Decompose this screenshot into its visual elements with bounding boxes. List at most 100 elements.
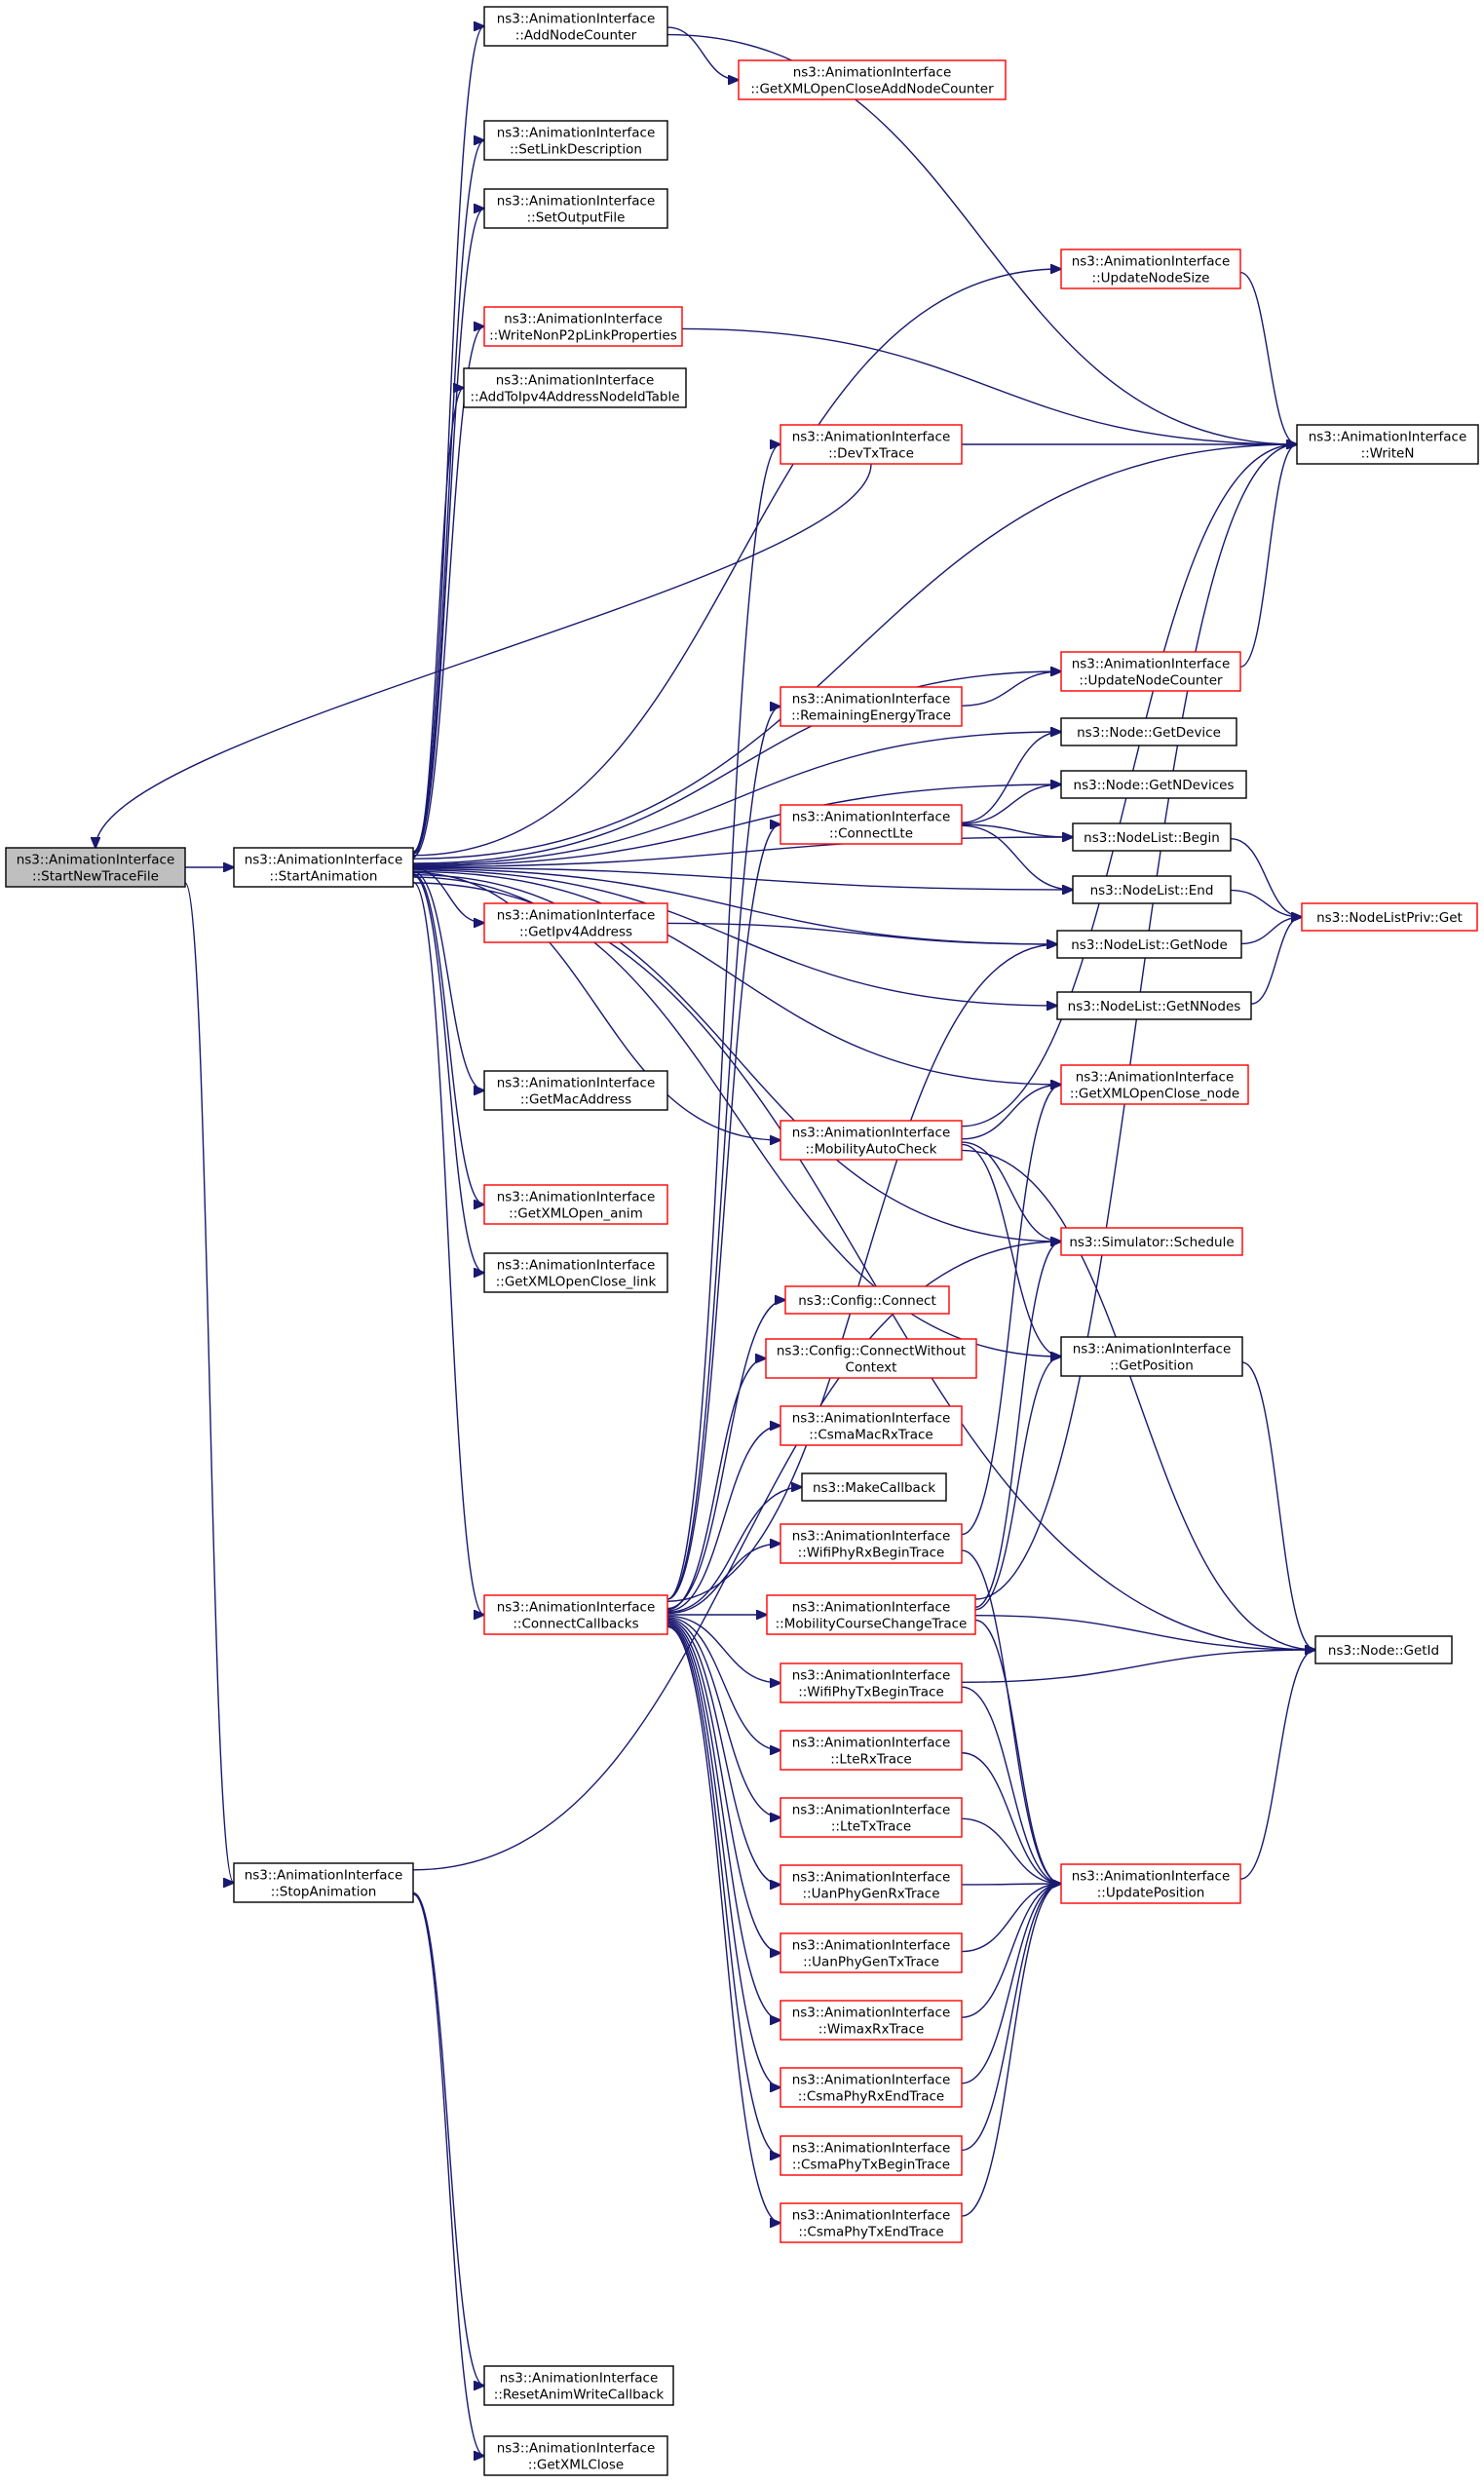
edge-node_list_get_n_nodes-to-node_list_priv_get	[1250, 917, 1302, 1005]
node-node-get-device[interactable]: ns3::Node::GetDevice	[1060, 717, 1237, 746]
node-make-callback[interactable]: ns3::MakeCallback	[801, 1472, 947, 1502]
node-label: ns3::NodeListPriv::Get	[1316, 910, 1463, 926]
node-label: ::LteRxTrace	[830, 1752, 911, 1768]
node-get-position[interactable]: ns3::AnimationInterface::GetPosition	[1060, 1336, 1243, 1377]
edge-node_list_begin-to-node_list_priv_get	[1230, 837, 1302, 917]
node-label: ::WifiPhyTxBeginTrace	[798, 1685, 944, 1701]
node-simulator-schedule[interactable]: ns3::Simulator::Schedule	[1060, 1227, 1243, 1256]
node-lte-tx-trace[interactable]: ns3::AnimationInterface::LteTxTrace	[780, 1797, 963, 1838]
node-mobility-course-change-trace[interactable]: ns3::AnimationInterface::MobilityCourseC…	[766, 1594, 976, 1635]
node-box	[1060, 1336, 1243, 1377]
edge-start_animation-to-set_output_file	[412, 209, 484, 856]
node-get-xml-open-close-node[interactable]: ns3::AnimationInterface::GetXMLOpenClose…	[1060, 1064, 1249, 1105]
node-label: ::SetOutputFile	[527, 210, 626, 226]
node-update-node-counter[interactable]: ns3::AnimationInterface::UpdateNodeCount…	[1060, 651, 1241, 692]
node-get-xml-open-close-add-node-counter[interactable]: ns3::AnimationInterface::GetXMLOpenClose…	[738, 59, 1007, 100]
node-get-xml-open-anim[interactable]: ns3::AnimationInterface::GetXMLOpen_anim	[483, 1184, 668, 1225]
node-node-get-n-devices[interactable]: ns3::Node::GetNDevices	[1060, 770, 1247, 799]
node-node-list-priv-get[interactable]: ns3::NodeListPriv::Get	[1301, 902, 1478, 932]
node-box	[463, 367, 687, 408]
node-dev-tx-trace[interactable]: ns3::AnimationInterface::DevTxTrace	[780, 424, 963, 465]
node-label: ns3::AnimationInterface	[17, 853, 175, 868]
node-uan-phy-gen-rx-trace[interactable]: ns3::AnimationInterface::UanPhyGenRxTrac…	[780, 1864, 963, 1905]
edge-lte_rx_trace-to-update_position	[961, 1752, 1061, 1884]
node-wifi-phy-tx-begin-trace[interactable]: ns3::AnimationInterface::WifiPhyTxBeginT…	[780, 1662, 963, 1703]
node-config-connect[interactable]: ns3::Config::Connect	[784, 1285, 950, 1315]
node-box	[1314, 1635, 1453, 1664]
node-update-position[interactable]: ns3::AnimationInterface::UpdatePosition	[1060, 1863, 1241, 1904]
node-get-xml-open-close-link[interactable]: ns3::AnimationInterface::GetXMLOpenClose…	[483, 1252, 668, 1293]
node-write-n[interactable]: ns3::AnimationInterface::WriteN	[1296, 424, 1479, 465]
node-node-list-get-node[interactable]: ns3::NodeList::GetNode	[1056, 930, 1242, 959]
node-box	[780, 1120, 963, 1161]
node-label: ns3::AnimationInterface	[792, 2141, 951, 2157]
node-uan-phy-gen-tx-trace[interactable]: ns3::AnimationInterface::UanPhyGenTxTrac…	[780, 1932, 963, 1973]
edge-start_animation-to-mobility_auto_check	[412, 871, 780, 1140]
node-connect-lte[interactable]: ns3::AnimationInterface::ConnectLte	[780, 804, 963, 845]
node-box	[1060, 248, 1241, 289]
node-box	[483, 306, 683, 347]
node-set-output-file[interactable]: ns3::AnimationInterface::SetOutputFile	[483, 188, 668, 229]
node-box	[483, 2435, 668, 2476]
node-node-list-get-n-nodes[interactable]: ns3::NodeList::GetNNodes	[1056, 991, 1252, 1020]
edge-start_animation-to-get_xml_open_anim	[412, 873, 484, 1204]
node-box	[780, 2000, 963, 2041]
node-box	[483, 1252, 668, 1293]
node-label: ::DevTxTrace	[828, 446, 914, 462]
edge-csma_phy_tx_end_trace-to-update_position	[961, 1884, 1061, 2217]
node-box	[766, 1594, 976, 1635]
node-node-list-end[interactable]: ns3::NodeList::End	[1072, 875, 1232, 904]
node-get-ipv4-address[interactable]: ns3::AnimationInterface::GetIpv4Address	[483, 902, 668, 943]
node-remaining-energy-trace[interactable]: ns3::AnimationInterface::RemainingEnergy…	[780, 686, 963, 727]
node-label: ns3::AnimationInterface	[1072, 657, 1231, 672]
node-label: ::ConnectLte	[829, 826, 913, 842]
node-set-link-description[interactable]: ns3::AnimationInterface::SetLinkDescript…	[483, 120, 668, 161]
node-label: ns3::AnimationInterface	[1072, 1869, 1231, 1885]
edge-connect_callbacks-to-lte_tx_trace	[666, 1618, 780, 1817]
node-label: ::UanPhyGenRxTrace	[803, 1887, 940, 1902]
node-start-animation[interactable]: ns3::AnimationInterface::StartAnimation	[233, 847, 414, 888]
edge-stop_animation-to-get_xml_close	[412, 1893, 484, 2456]
node-csma-phy-tx-end-trace[interactable]: ns3::AnimationInterface::CsmaPhyTxEndTra…	[780, 2202, 963, 2243]
node-reset-anim-write-callback[interactable]: ns3::AnimationInterface::ResetAnimWriteC…	[483, 2365, 674, 2406]
node-node-list-begin[interactable]: ns3::NodeList::Begin	[1072, 822, 1232, 852]
node-csma-phy-rx-end-trace[interactable]: ns3::AnimationInterface::CsmaPhyRxEndTra…	[780, 2067, 963, 2108]
node-label: ::SetLinkDescription	[510, 142, 642, 158]
node-add-to-ipv4-address-node-id-table[interactable]: ns3::AnimationInterface::AddToIpv4Addres…	[463, 367, 687, 408]
node-label: ::UpdateNodeCounter	[1079, 673, 1223, 689]
node-lte-rx-trace[interactable]: ns3::AnimationInterface::LteRxTrace	[780, 1730, 963, 1771]
node-stop-animation[interactable]: ns3::AnimationInterface::StopAnimation	[233, 1862, 414, 1903]
node-csma-mac-rx-trace[interactable]: ns3::AnimationInterface::CsmaMacRxTrace	[780, 1405, 963, 1446]
node-connect-callbacks[interactable]: ns3::AnimationInterface::ConnectCallback…	[483, 1594, 668, 1635]
node-label: ns3::AnimationInterface	[245, 853, 403, 868]
node-label: ::CsmaMacRxTrace	[809, 1428, 933, 1443]
edge-mobility_auto_check-to-get_position	[961, 1143, 1061, 1357]
node-label: ns3::Config::ConnectWithout	[777, 1344, 966, 1359]
node-update-node-size[interactable]: ns3::AnimationInterface::UpdateNodeSize	[1060, 248, 1241, 289]
node-label: ::LteTxTrace	[831, 1819, 911, 1835]
node-csma-phy-tx-begin-trace[interactable]: ns3::AnimationInterface::CsmaPhyTxBeginT…	[780, 2135, 963, 2176]
node-box	[780, 2202, 963, 2243]
node-add-node-counter[interactable]: ns3::AnimationInterface::AddNodeCounter	[483, 6, 668, 47]
node-wimax-rx-trace[interactable]: ns3::AnimationInterface::WimaxRxTrace	[780, 2000, 963, 2041]
node-wifi-phy-rx-begin-trace[interactable]: ns3::AnimationInterface::WifiPhyRxBeginT…	[780, 1523, 963, 1564]
node-start-new-trace-file[interactable]: ns3::AnimationInterface::StartNewTraceFi…	[5, 847, 186, 888]
node-get-xml-close[interactable]: ns3::AnimationInterface::GetXMLClose	[483, 2435, 668, 2476]
edge-mobility_course_change_trace-to-update_position	[974, 1619, 1061, 1884]
edge-connect_callbacks-to-uan_phy_gen_rx_trace	[666, 1619, 780, 1885]
edge-connect_lte-to-node_list_end	[961, 824, 1073, 890]
edge-uan_phy_gen_tx_trace-to-update_position	[961, 1884, 1061, 1953]
node-label: ::MobilityAutoCheck	[806, 1142, 937, 1158]
node-get-mac-address[interactable]: ns3::AnimationInterface::GetMacAddress	[483, 1070, 668, 1111]
node-box	[483, 188, 668, 229]
node-node-get-id[interactable]: ns3::Node::GetId	[1314, 1635, 1453, 1664]
node-box	[780, 424, 963, 465]
node-label: ::WimaxRxTrace	[818, 2022, 925, 2038]
node-box	[483, 6, 668, 47]
node-mobility-auto-check[interactable]: ns3::AnimationInterface::MobilityAutoChe…	[780, 1120, 963, 1161]
node-write-non-p2p-link-properties[interactable]: ns3::AnimationInterface::WriteNonP2pLink…	[483, 306, 683, 347]
node-box	[780, 2067, 963, 2108]
node-label: ns3::AnimationInterface	[1072, 254, 1231, 270]
